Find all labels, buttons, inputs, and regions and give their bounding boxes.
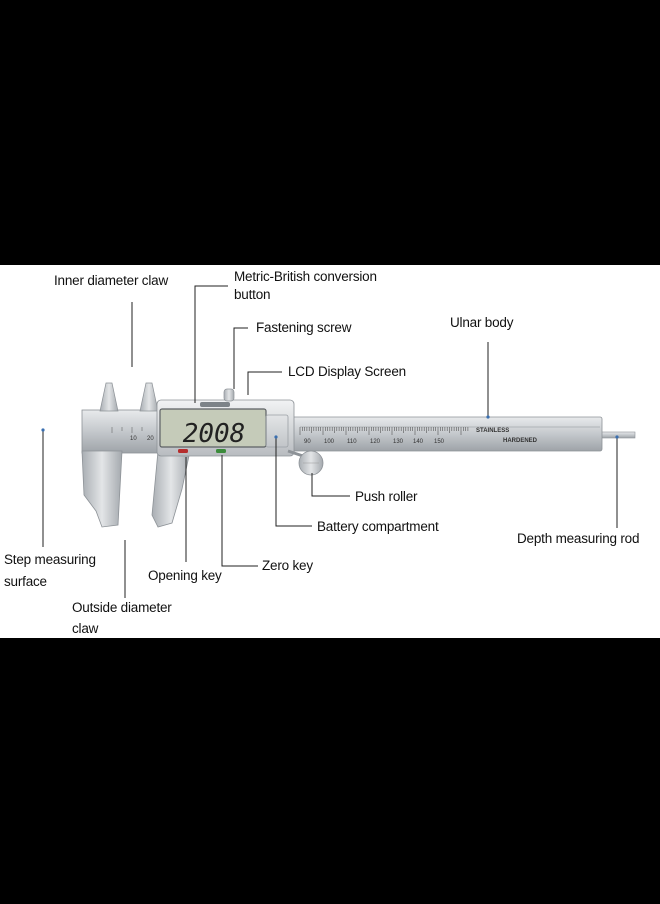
label-fastening-screw: Fastening screw bbox=[256, 320, 352, 335]
main-scale-number: 90 bbox=[304, 439, 311, 445]
lcd-reading: 2008 bbox=[183, 419, 246, 449]
outside-diameter-claw-sliding bbox=[151, 450, 191, 528]
metric-british-button bbox=[200, 402, 230, 407]
body-text-stainless: STAINLESS bbox=[476, 428, 509, 434]
jaw-scale-number: 10 bbox=[130, 436, 137, 442]
fixed-head bbox=[81, 409, 161, 454]
label-metric-british-conversion: Metric-British conversion bbox=[234, 269, 377, 284]
fastening-screw bbox=[223, 388, 235, 402]
inner-diameter-claw-sliding bbox=[139, 382, 159, 412]
main-scale-number: 120 bbox=[370, 439, 381, 445]
jaw-scale-number: 20 bbox=[147, 436, 154, 442]
label-zero-key: Zero key bbox=[262, 558, 313, 573]
caliper-illustration: 90 100 110 120 130 140 150 STAINLESS HAR… bbox=[41, 285, 636, 598]
main-scale-number: 150 bbox=[434, 439, 445, 445]
label-metric-british-button: button bbox=[234, 287, 271, 302]
main-scale-number: 140 bbox=[413, 439, 424, 445]
label-ulnar-body: Ulnar body bbox=[450, 315, 514, 330]
opening-key bbox=[178, 449, 188, 453]
label-outside-diameter-claw: claw bbox=[72, 621, 99, 636]
main-scale-number: 130 bbox=[393, 439, 404, 445]
label-opening-key: Opening key bbox=[148, 568, 222, 583]
main-scale-numbers: 90 100 110 120 130 140 150 bbox=[304, 439, 445, 445]
main-scale-number: 110 bbox=[347, 439, 357, 445]
outside-diameter-claw-fixed bbox=[81, 450, 123, 528]
label-inner-diameter-claw: Inner diameter claw bbox=[54, 273, 169, 288]
label-battery-compartment: Battery compartment bbox=[317, 519, 439, 534]
label-step-measuring-surface: surface bbox=[4, 574, 47, 589]
main-scale-number: 100 bbox=[324, 439, 335, 445]
leader-dots bbox=[41, 415, 619, 439]
label-lcd-display-screen: LCD Display Screen bbox=[288, 364, 406, 379]
label-step-measuring: Step measuring bbox=[4, 552, 96, 567]
label-push-roller: Push roller bbox=[355, 489, 418, 504]
leader-lines bbox=[42, 285, 618, 598]
zero-key bbox=[216, 449, 226, 453]
main-scale-ticks bbox=[299, 427, 469, 435]
caliper-diagram: 90 100 110 120 130 140 150 STAINLESS HAR… bbox=[0, 265, 660, 638]
battery-compartment bbox=[265, 414, 289, 448]
body-text-hardened: HARDENED bbox=[503, 438, 538, 444]
label-depth-measuring-rod: Depth measuring rod bbox=[517, 531, 640, 546]
inner-diameter-claw-fixed bbox=[99, 382, 119, 412]
label-outside-diameter: Outside diameter bbox=[72, 600, 172, 615]
